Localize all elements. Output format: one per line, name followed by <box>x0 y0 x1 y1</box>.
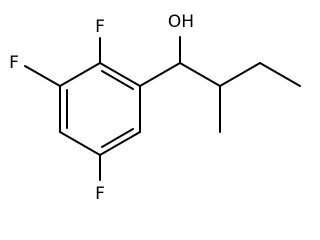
ring-bond-c3-c4 <box>99 131 141 156</box>
ring-double-bond-inner-1 <box>101 70 134 90</box>
fluorine-bottom-label: F <box>95 184 105 204</box>
fluorine-left-label: F <box>9 53 19 73</box>
chemical-structure-diagram: OH F F F <box>9 12 301 204</box>
bond-ethyl-ch2-to-ch3 <box>259 62 301 87</box>
ring-bond-c4-c5 <box>59 131 101 156</box>
benzene-ring <box>59 62 141 156</box>
hydroxyl-label: OH <box>168 12 194 32</box>
bond-ring-to-carbinol <box>139 62 181 87</box>
side-chain <box>139 36 301 133</box>
bond-branch-to-ethyl-ch2 <box>219 62 261 87</box>
ring-bond-c1-c2 <box>99 62 141 87</box>
ring-double-bond-inner-2 <box>101 128 134 148</box>
bond-carbinol-to-branch <box>179 62 221 87</box>
ring-bond-c6-c1 <box>59 62 101 87</box>
bond-ring-to-fluorine-left <box>24 65 61 87</box>
fluorine-top-label: F <box>95 17 105 37</box>
